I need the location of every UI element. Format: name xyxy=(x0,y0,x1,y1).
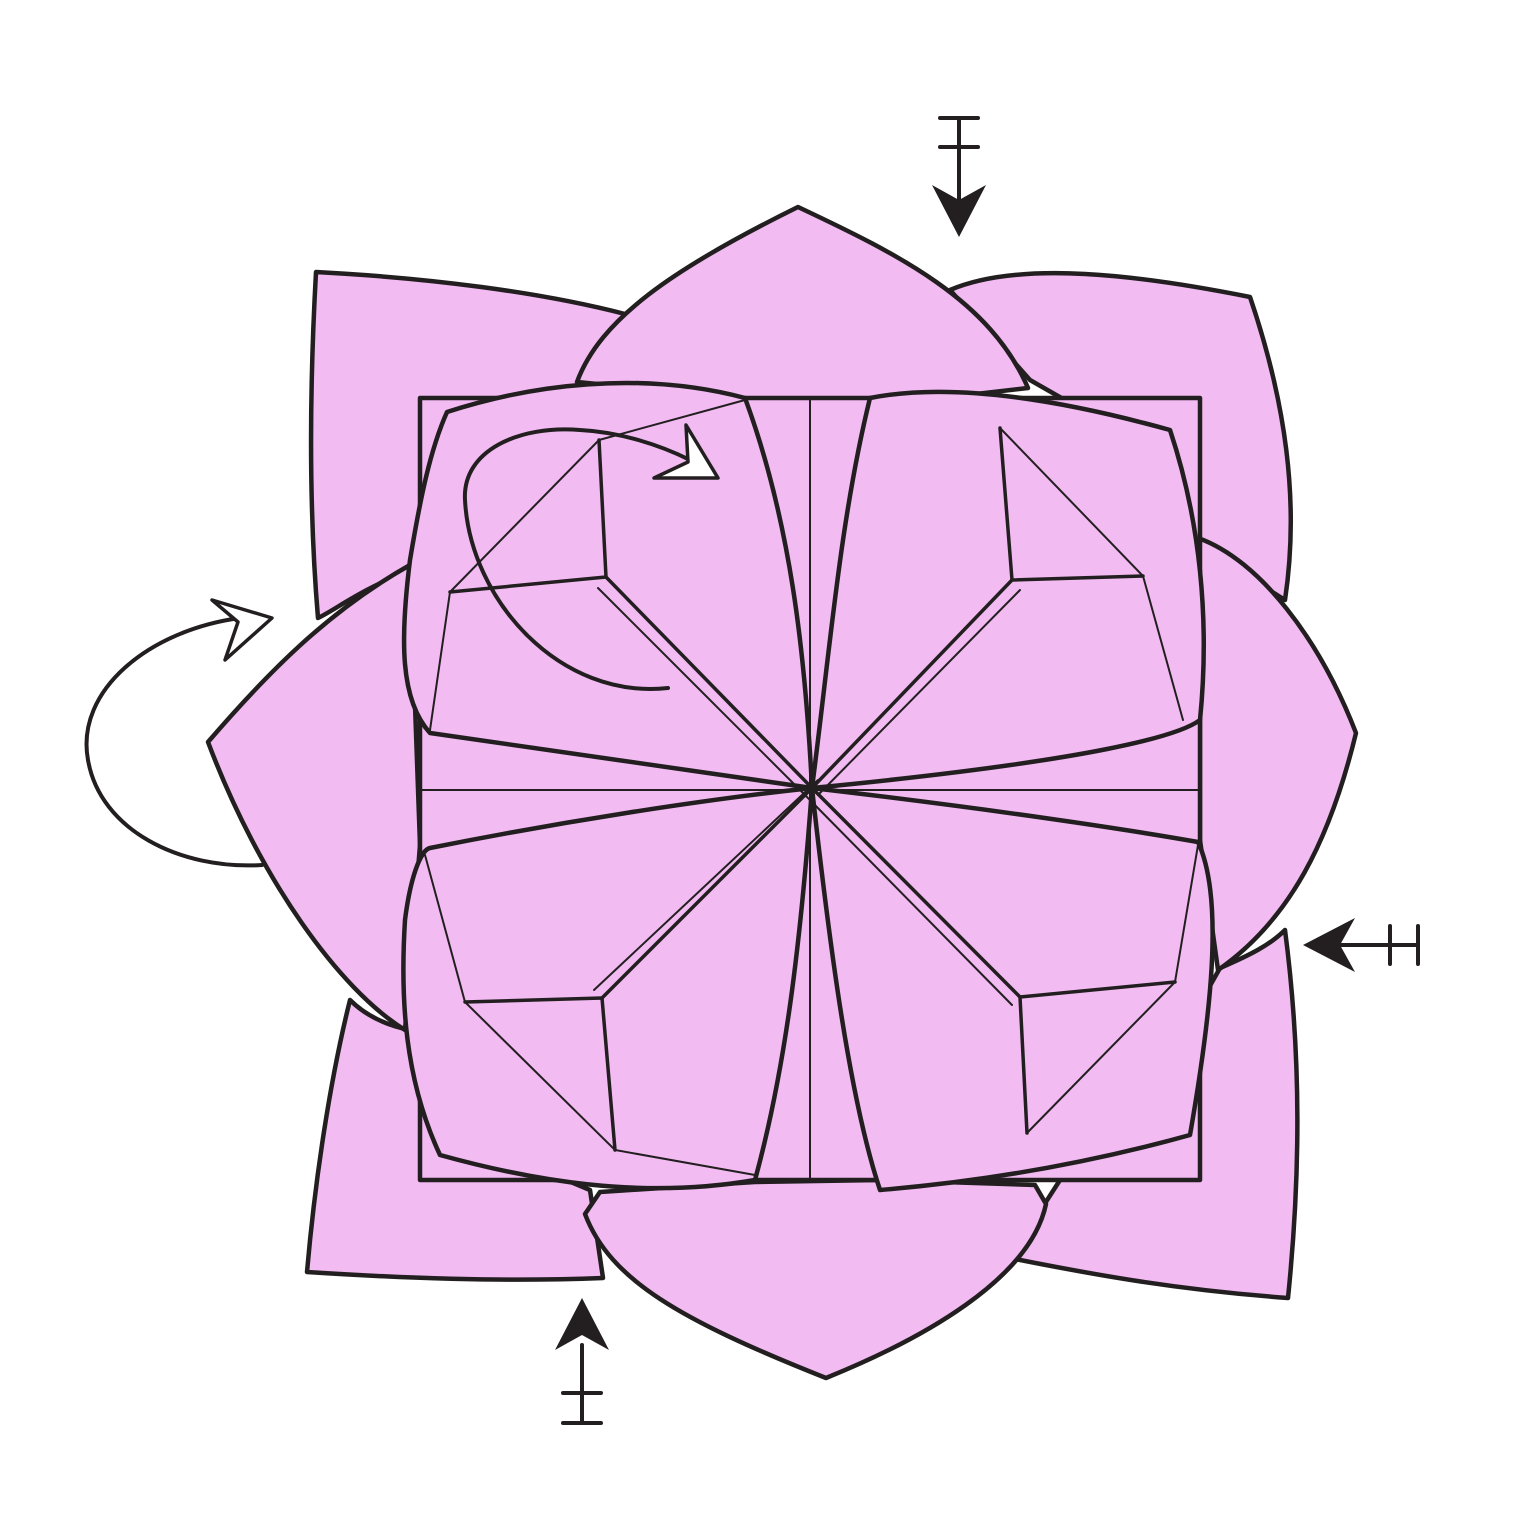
diagonal-top-left xyxy=(604,575,814,790)
diagonal-top-right-2 xyxy=(817,589,1021,796)
edge-bottom-right-2 xyxy=(1026,981,1176,1134)
diagonal-bottom-right xyxy=(810,786,1022,999)
panel-bottom-left xyxy=(463,996,617,1152)
side-petals xyxy=(205,204,1359,1381)
push-arrow-right xyxy=(1303,918,1420,972)
petal-right xyxy=(1195,535,1359,973)
panel-top-right xyxy=(998,426,1145,582)
petal-bottom xyxy=(582,1177,1049,1381)
edge-top-right xyxy=(999,427,1184,721)
push-arrow-top xyxy=(932,116,986,237)
petal-top xyxy=(574,204,1031,408)
flap-top-right xyxy=(809,389,1206,791)
turn-arrow-left-outer xyxy=(84,598,274,868)
flap-top-left xyxy=(401,380,815,791)
push-arrow-bottom xyxy=(555,1298,609,1425)
edge-bottom-right xyxy=(1174,844,1199,983)
turn-arrow-top-left-inner xyxy=(462,423,720,691)
edge-bottom-left xyxy=(424,854,466,1003)
edge-bottom-left-2 xyxy=(464,1001,756,1176)
edge-top-left xyxy=(429,439,600,731)
diagonal-bottom-right-2 xyxy=(804,794,1013,1006)
diagonal-bottom-left xyxy=(600,786,814,1000)
diagonal-top-right xyxy=(810,578,1014,790)
diagonal-bottom-left-2 xyxy=(593,779,819,991)
filled-arrowhead-icon xyxy=(1303,918,1355,972)
filled-arrowhead-icon xyxy=(932,185,986,237)
panel-bottom-right xyxy=(1018,980,1177,1135)
hollow-arrowhead-icon xyxy=(652,423,720,480)
turn-arrow-outer-curve xyxy=(84,616,264,868)
diagonal-top-left-2 xyxy=(597,587,806,796)
filled-arrowhead-icon xyxy=(555,1298,609,1350)
crease-lines xyxy=(419,399,1201,1181)
turn-arrow-inner-curve xyxy=(462,427,692,691)
hollow-arrowhead-icon xyxy=(210,598,274,662)
panel-top-left xyxy=(448,438,608,594)
edge-top xyxy=(598,399,746,441)
